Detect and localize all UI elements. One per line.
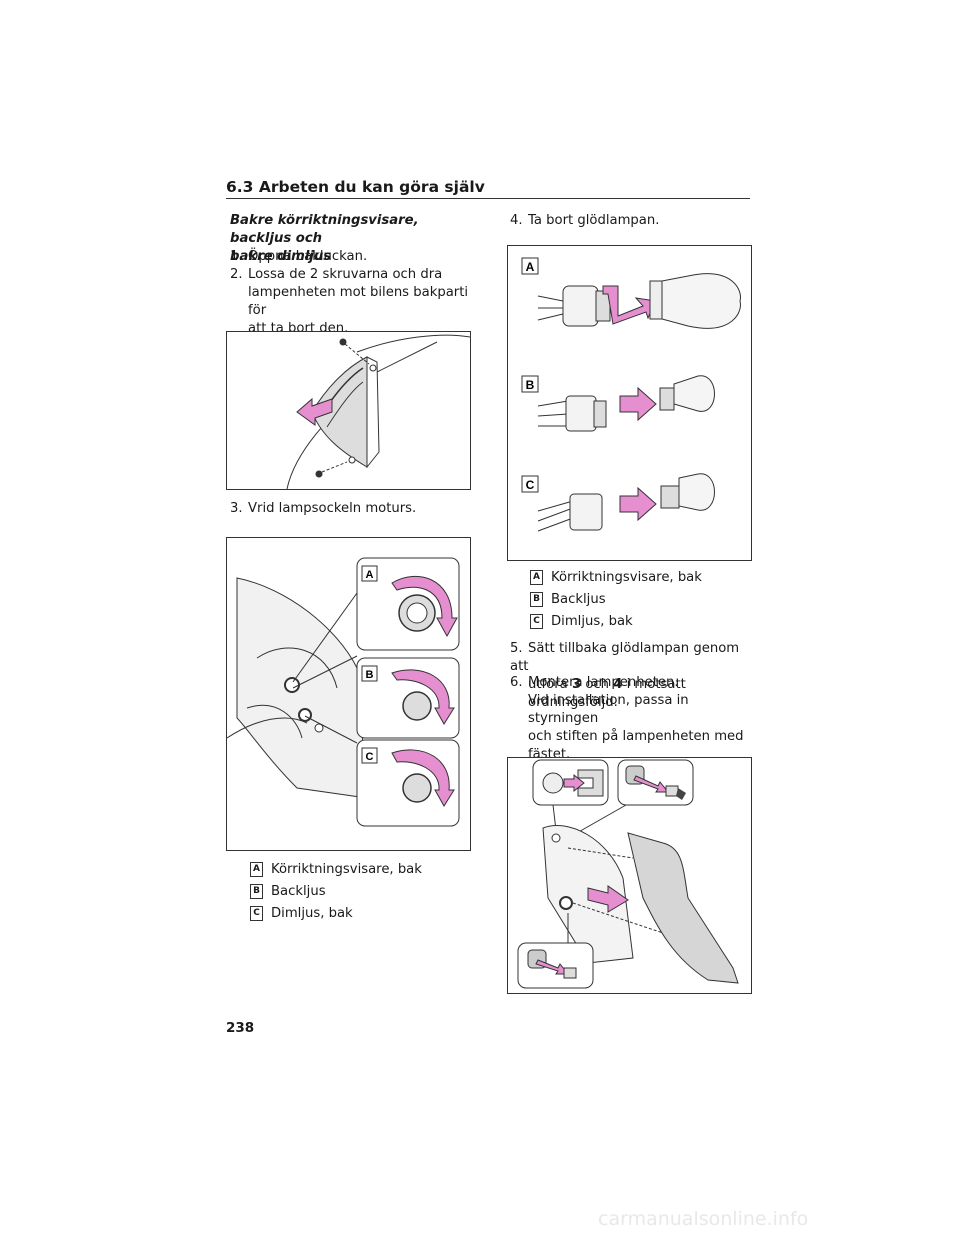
fig3-label-c: C <box>526 478 535 492</box>
figure-rotate-socket: A B C <box>226 537 471 851</box>
fig3-label-b: B <box>526 378 535 392</box>
socket-rotation-illustration: A B C <box>226 557 460 827</box>
pull-arrow-a <box>602 285 657 325</box>
bulb-removal-illustration: A B C <box>521 257 741 532</box>
fig3-label-a-box <box>521 257 539 275</box>
lamp-unit-install-illustration <box>517 759 739 989</box>
insert-arrow-bottom <box>535 959 570 975</box>
insert-arrow-top-left <box>563 773 585 793</box>
fig2-label-b: B <box>366 669 374 681</box>
pull-arrow-b <box>619 386 657 422</box>
pull-arrow <box>296 397 333 426</box>
fig2-label-c: C <box>366 751 374 763</box>
figure-install-lamp-unit <box>507 757 752 994</box>
step-6: 6.Montera lampenheten. Vid installation,… <box>510 675 744 762</box>
step-3: 3.Vrid lampsockeln moturs. <box>230 501 417 516</box>
rotate-arrow-c <box>391 749 455 807</box>
figure-remove-lamp-unit <box>226 331 471 490</box>
lamp-unit-removal-illustration <box>286 334 471 490</box>
fig3-label-a: A <box>526 260 535 274</box>
header-rule <box>226 198 750 199</box>
subtitle-line2: bakre dimljus <box>230 249 332 264</box>
step-1: 1.Öppna bakluckan. <box>230 249 368 264</box>
fig2-label-c-box <box>361 747 378 764</box>
section-subtitle: Bakre körriktningsvisare, backljus och b… <box>230 212 470 266</box>
rotate-arrow-a <box>391 575 458 638</box>
step-4: 4.Ta bort glödlampan. <box>510 213 660 228</box>
fig3-label-c-box <box>521 475 539 493</box>
pull-arrow-c <box>619 486 657 522</box>
fig3-label-b-box <box>521 375 539 393</box>
step-5: 5.Sätt tillbaka glödlampan genom att utf… <box>510 641 740 710</box>
subtitle-line1: Bakre körriktningsvisare, backljus och <box>230 213 419 246</box>
fig2-label-a: A <box>366 569 374 581</box>
section-header: 6.3 Arbeten du kan göra själv <box>226 178 485 196</box>
fig2-label-b-box <box>361 665 378 682</box>
fig2-label-a-box <box>361 565 378 582</box>
page-number: 238 <box>226 1020 255 1036</box>
install-arrow <box>587 885 629 913</box>
insert-arrow-top-right <box>633 775 670 793</box>
step-2: 2.Lossa de 2 skruvarna och dra lampenhet… <box>230 267 469 336</box>
rotate-arrow-b <box>391 669 455 725</box>
figure-remove-bulb: A B C <box>507 245 752 561</box>
watermark: carmanualsonline.info <box>598 1208 809 1230</box>
